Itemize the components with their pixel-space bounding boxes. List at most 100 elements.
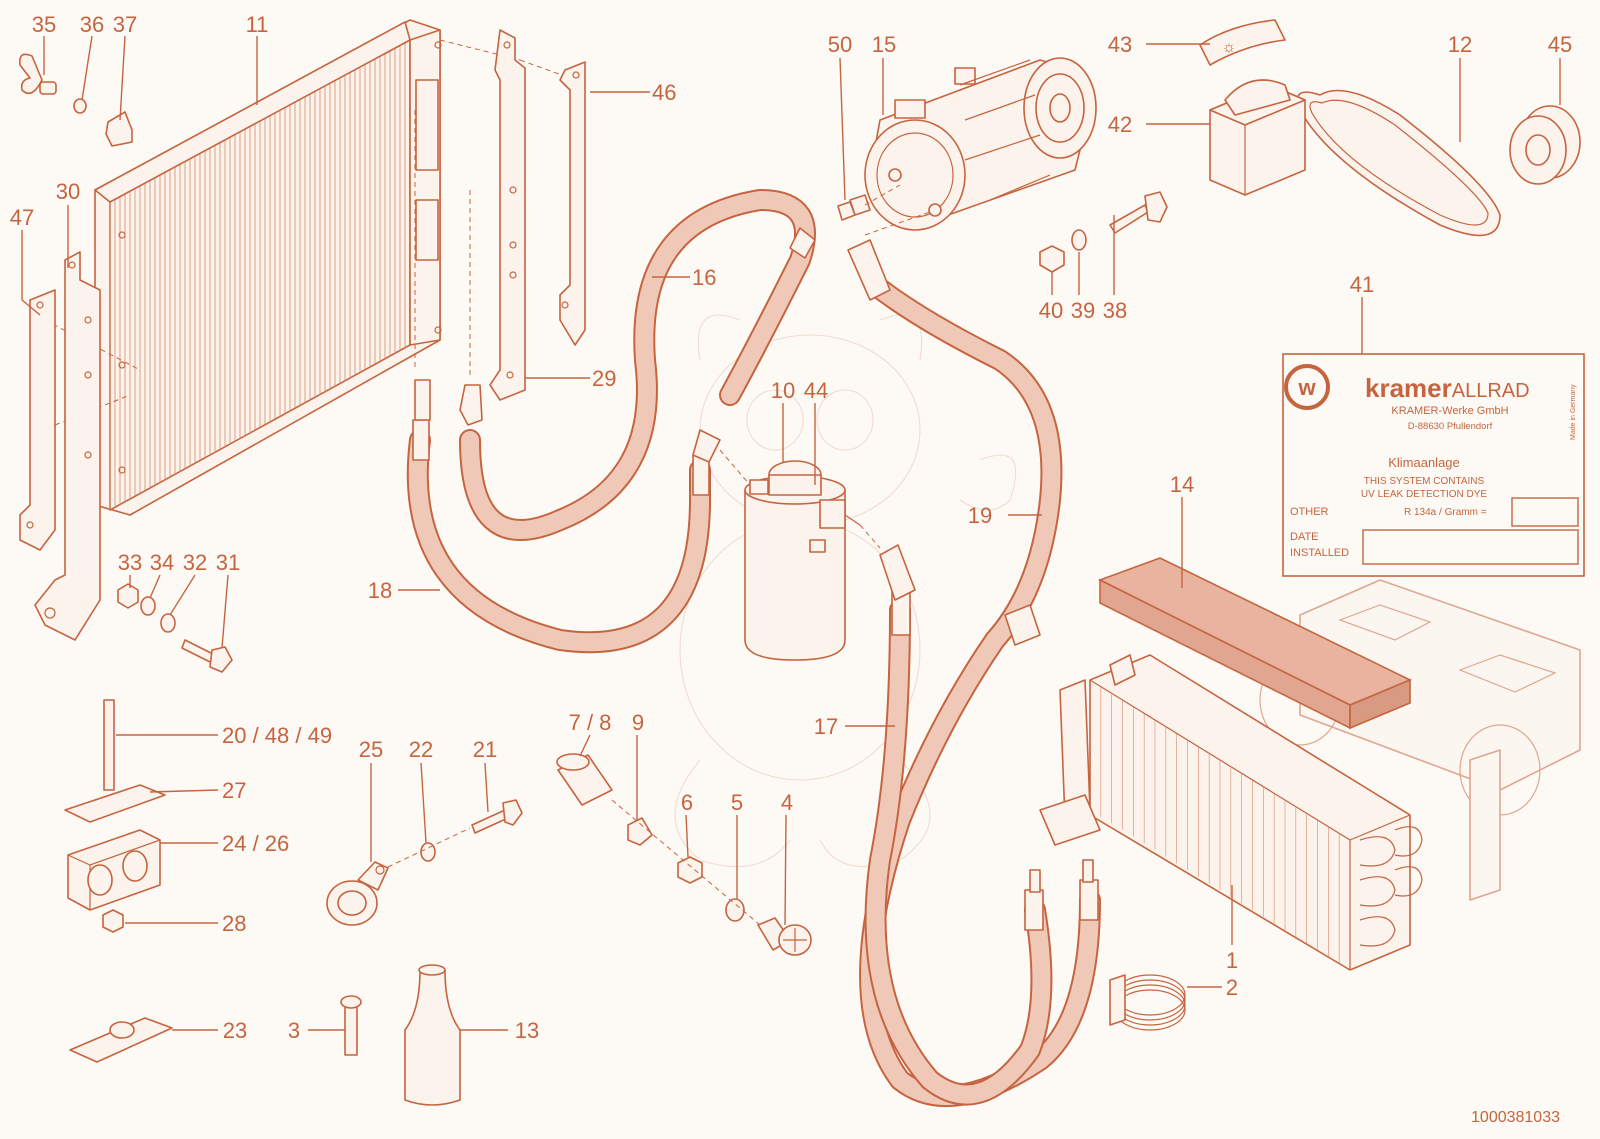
system-title: Klimaanlage: [1388, 455, 1460, 470]
label-20-48-49: 20 / 48 / 49: [222, 723, 332, 748]
label-3: 3: [288, 1018, 300, 1043]
nut-33: [117, 583, 139, 609]
hose-clamp-2: [1109, 974, 1186, 1031]
plate-27: [64, 784, 166, 823]
bolt-21: [471, 799, 523, 834]
hose-17: [864, 544, 1099, 1106]
label-5: 5: [731, 790, 743, 815]
date-label-1: DATE: [1290, 531, 1319, 543]
bolt-38: [1109, 191, 1168, 234]
evaporator-1: [1039, 654, 1411, 971]
label-17: 17: [814, 714, 838, 739]
label-30: 30: [56, 179, 80, 204]
label-27: 27: [222, 778, 246, 803]
label-34: 34: [150, 550, 174, 575]
nameplate-41: w kramerALLRAD KRAMER-Werke GmbH D-88630…: [1282, 353, 1585, 577]
label-31: 31: [216, 550, 240, 575]
condenser-11: [94, 19, 442, 516]
label-41: 41: [1350, 272, 1374, 297]
label-23: 23: [223, 1018, 247, 1043]
washer-32: [160, 613, 176, 633]
washer-36: [73, 98, 87, 114]
plate-23: [69, 1017, 173, 1063]
filter-14: [1097, 557, 1412, 730]
washer-34: [140, 596, 156, 616]
service-valve-4: [757, 917, 812, 956]
label-19: 19: [968, 503, 992, 528]
washer-22: [420, 842, 436, 862]
condenser-fitting-left: [414, 379, 431, 421]
fitting-50: [837, 194, 871, 221]
company-name: KRAMER-Werke GmbH: [1391, 405, 1508, 417]
washer-39: [1071, 229, 1087, 251]
label-40: 40: [1039, 298, 1063, 323]
label-13: 13: [515, 1018, 539, 1043]
brand-name: kramerALLRAD: [1365, 373, 1530, 403]
label-44: 44: [804, 378, 828, 403]
label-33: 33: [118, 550, 142, 575]
cover-43: ☼: [1199, 19, 1286, 66]
label-11: 11: [246, 12, 269, 37]
label-9: 9: [632, 710, 644, 735]
label-10: 10: [771, 378, 795, 403]
valve-core-9: [627, 817, 653, 846]
label-32: 32: [183, 550, 207, 575]
bracket-30: [34, 251, 101, 641]
label-16: 16: [692, 265, 716, 290]
leader-lines: [21, 35, 1561, 1031]
label-22: 22: [409, 737, 433, 762]
p-clamp-25: [326, 861, 389, 926]
label-14: 14: [1170, 472, 1194, 497]
date-installed-box: [1362, 529, 1579, 565]
company-address: D-88630 Pfullendorf: [1408, 421, 1493, 432]
label-4: 4: [781, 790, 793, 815]
nut-40: [1039, 245, 1065, 273]
receiver-drier-10: [744, 460, 861, 661]
hose-16: [459, 189, 816, 541]
label-7-8: 7 / 8: [569, 710, 612, 735]
label-35: 35: [32, 12, 56, 37]
label-45: 45: [1548, 32, 1572, 57]
refrigerant-amount-box: [1511, 497, 1579, 527]
wing-nut-35: [18, 53, 57, 95]
label-37: 37: [113, 12, 137, 37]
pulley-45: [1509, 105, 1581, 185]
washer-5: [725, 898, 745, 922]
bolt-31: [181, 639, 233, 673]
part-number-labels: 35 36 37 11 46 29 47 30 50 15 16 43 42 1…: [10, 12, 1572, 1043]
date-label-2: INSTALLED: [1290, 547, 1349, 559]
label-29: 29: [592, 366, 616, 391]
kramer-logo-mark: w: [1297, 375, 1316, 400]
notice-line-2: UV LEAK DETECTION DYE: [1361, 489, 1487, 500]
refrigerant-label: R 134a / Gramm =: [1404, 507, 1487, 518]
nut-28: [102, 909, 124, 933]
screw-3: [340, 995, 362, 1056]
label-28: 28: [222, 911, 246, 936]
bracket-29: [489, 29, 526, 401]
label-43: 43: [1108, 32, 1132, 57]
compressor-15: [864, 57, 1097, 231]
evaporator-coils: [1359, 826, 1423, 947]
condenser-fitting-right: [459, 384, 483, 426]
nut-6: [677, 856, 703, 884]
oil-bottle-13: [404, 964, 461, 1106]
label-39: 39: [1071, 298, 1095, 323]
stud-20: [103, 699, 115, 791]
label-42: 42: [1108, 112, 1132, 137]
made-in-label: Made in Germany: [1570, 384, 1577, 440]
bracket-47: [19, 289, 56, 551]
other-label: OTHER: [1290, 506, 1329, 518]
hose-18: [406, 419, 721, 654]
label-21: 21: [473, 737, 497, 762]
label-25: 25: [359, 737, 383, 762]
label-46: 46: [652, 80, 676, 105]
label-6: 6: [681, 790, 693, 815]
clip-37: [105, 111, 133, 147]
label-38: 38: [1103, 298, 1127, 323]
kramer-logo-icon: [1284, 364, 1330, 410]
label-47: 47: [10, 205, 34, 230]
bracket-46: [559, 61, 586, 346]
cap-7: [556, 753, 613, 806]
